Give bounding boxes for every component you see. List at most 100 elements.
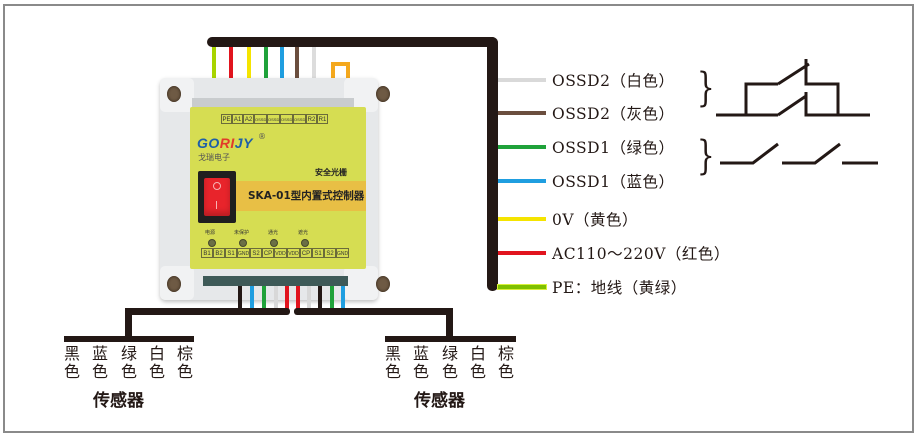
sensor1-wire-blue [250, 286, 254, 310]
sensor2-wire-green [330, 286, 334, 310]
legend-label-0v: 0V（黄色） [552, 211, 639, 229]
sensor2-wire-label: 绿色 [441, 344, 458, 381]
led-blocked-icon [301, 239, 309, 247]
mount-hole-icon [167, 276, 181, 292]
top-terminal-labels: PE A1 A2 OSSD OSSD OSSD OSSD R2 R1 [221, 114, 328, 124]
ossd1-brace-icon: } [696, 133, 715, 179]
sensor2-wire-label: 黑色 [384, 344, 401, 381]
legend-wire-pe [498, 285, 546, 289]
legend-label-ossd1-blue: OSSD1（蓝色） [552, 173, 675, 191]
legend-wire-0v-yellow [498, 217, 546, 221]
sensor2-rail [385, 336, 516, 342]
legend-wire-ossd2-brown [498, 111, 546, 115]
legend-label-ossd2-white: OSSD2（白色） [552, 72, 675, 90]
led-label-power: 电源 [205, 230, 216, 236]
sensor1-wire-label: 棕色 [176, 344, 193, 381]
sensor2-wire-blue [341, 286, 345, 310]
legend-wire-ac-red [498, 251, 546, 255]
wire-0v-yellow [247, 47, 251, 97]
terminal-cp: CP [262, 248, 274, 258]
sensor1-title: 传感器 [93, 391, 144, 411]
wire-ac-red [229, 47, 233, 97]
terminal-ossd: OSSD [254, 114, 267, 124]
legend-label-pe: PE：地线（黄绿） [552, 279, 687, 297]
legend-wire-ossd1-blue [498, 179, 546, 183]
diagram-frame [3, 4, 914, 433]
sensor2-wire-black [318, 286, 322, 310]
sensor2-wire-white [307, 286, 311, 310]
terminal-b1: B1 [201, 248, 213, 258]
terminal-a1: A1 [232, 114, 243, 124]
right-cable-bus [487, 37, 498, 291]
terminal-ossd: OSSD [293, 114, 306, 124]
wire-ossd2-white [312, 47, 316, 97]
sensor1-wire-black [238, 286, 242, 310]
terminal-r1: R1 [317, 114, 328, 124]
legend-label-ac: AC110～220V（红色） [552, 245, 730, 263]
mount-hole-icon [376, 276, 390, 292]
switch-off-icon [213, 182, 221, 190]
terminal-s1: S1 [312, 248, 324, 258]
series-switch-symbol [720, 142, 878, 165]
terminal-a2: A2 [243, 114, 254, 124]
sensor2-wire-label: 白色 [469, 344, 486, 381]
mounting-ear-br [344, 266, 378, 300]
terminal-s2: S2 [250, 248, 262, 258]
switch-on-icon [216, 201, 217, 209]
wire-ossd1-blue [280, 47, 284, 97]
sensor1-wire-label: 蓝色 [91, 344, 108, 381]
terminal-gnd: GND [336, 248, 349, 258]
product-band [232, 181, 366, 211]
terminal-cp: CP [300, 248, 312, 258]
brand-subtitle: 戈瑞电子 [198, 153, 230, 162]
led-clear-icon [270, 239, 278, 247]
wire-pe-yellow-green [212, 47, 216, 97]
sensor1-wire-green [262, 286, 266, 310]
legend-wire-ossd1-green [498, 145, 546, 149]
bottom-terminal-strip [203, 276, 348, 286]
sensor1-wire-label: 黑色 [63, 344, 80, 381]
sensor1-rail [64, 336, 194, 342]
product-name: SKA-01型内置式控制器 [248, 190, 365, 202]
terminal-pe: PE [221, 114, 232, 124]
registered-mark: ® [258, 132, 266, 141]
brand-logo: GORIJY [197, 135, 253, 151]
led-unprotected-icon [239, 239, 247, 247]
terminal-b2: B2 [213, 248, 225, 258]
sensor2-drop [446, 308, 453, 340]
terminal-s1: S1 [225, 248, 237, 258]
led-power-icon [208, 239, 216, 247]
sensor1-cable-bus [125, 308, 290, 315]
led-label-blocked: 遮光 [298, 230, 309, 236]
terminal-r2: R2 [306, 114, 317, 124]
sensor2-cable-bus [294, 308, 452, 315]
product-subtitle: 安全光栅 [315, 168, 347, 177]
sensor2-title: 传感器 [414, 391, 465, 411]
legend-label-ossd2-gray: OSSD2（灰色） [552, 105, 675, 123]
sensor1-wire-white [274, 286, 278, 310]
bottom-terminal-labels: B1 B2 S1 GND S2 CP VDD VDD CP S1 S2 GND [201, 248, 349, 258]
led-label-unprotected: 未保护 [234, 230, 250, 236]
mount-hole-icon [376, 86, 390, 102]
sensor2-wire-label: 蓝色 [412, 344, 429, 381]
relay-contact-symbol [716, 59, 870, 117]
terminal-ossd: OSSD [280, 114, 293, 124]
terminal-s2: S2 [324, 248, 336, 258]
legend-wire-ossd2-white [498, 78, 546, 82]
sensor2-wire-red [296, 286, 300, 310]
sensor1-wire-label: 白色 [148, 344, 165, 381]
terminal-gnd: GND [237, 248, 250, 258]
sensor1-wire-red [285, 286, 289, 310]
legend-label-ossd1-green: OSSD1（绿色） [552, 139, 675, 157]
top-terminal-strip [192, 98, 354, 108]
terminal-vdd: VDD [287, 248, 300, 258]
terminal-vdd: VDD [274, 248, 287, 258]
sensor1-drop [125, 308, 132, 340]
ossd2-brace-icon: } [696, 65, 715, 111]
top-cable-bus [207, 37, 498, 47]
wire-ossd1-green [264, 47, 268, 97]
wire-ossd2-brown [295, 47, 299, 97]
led-label-clear: 通光 [268, 230, 279, 236]
mount-hole-icon [167, 86, 181, 102]
